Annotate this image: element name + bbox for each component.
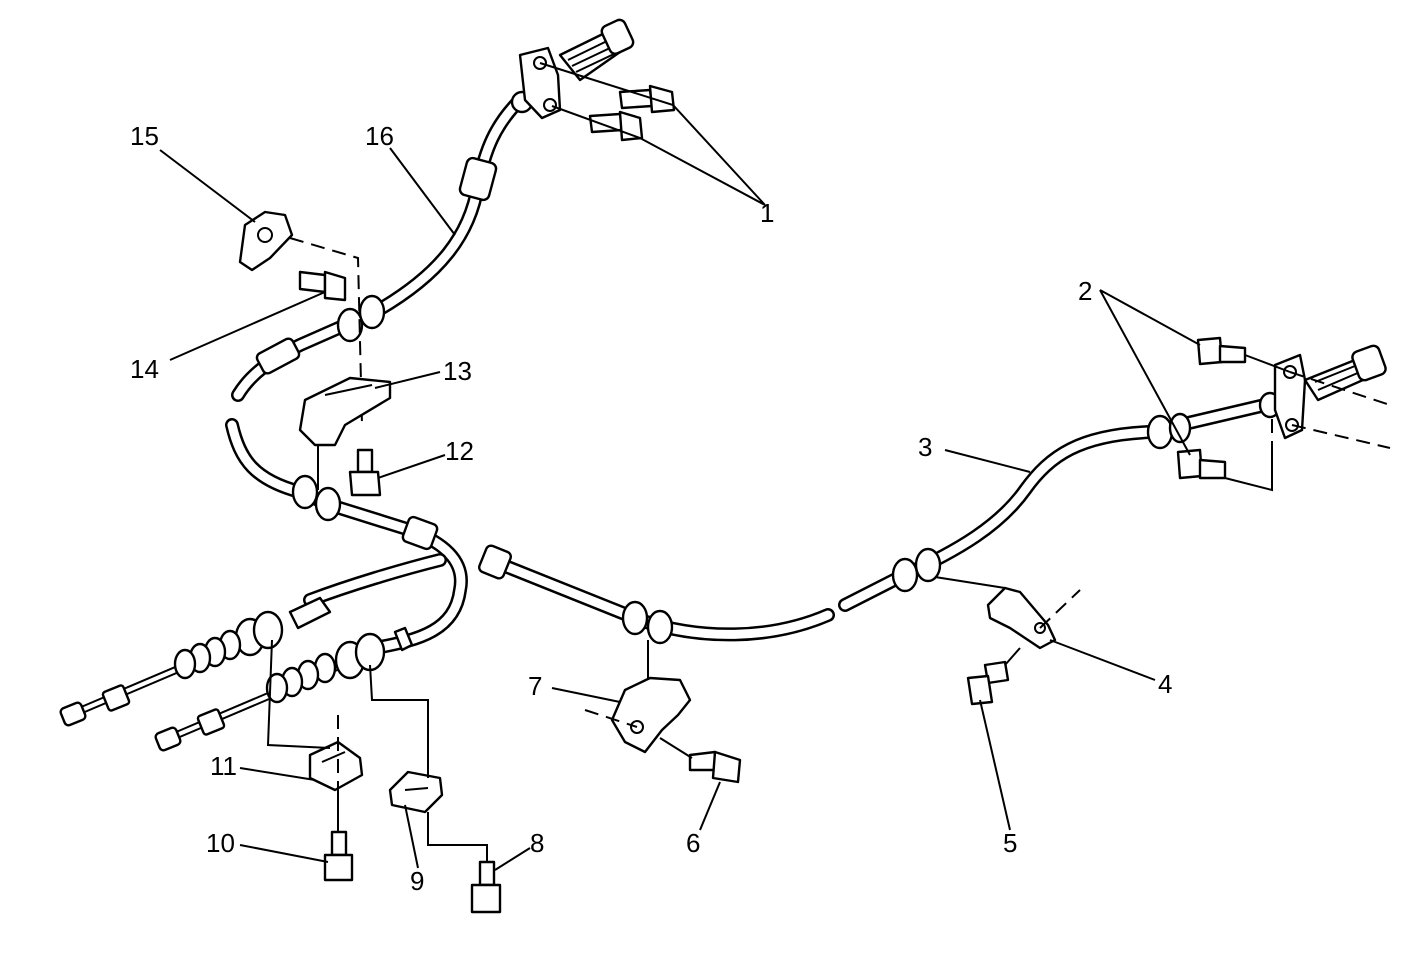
leader-15 xyxy=(159,149,256,223)
callout-4: 4 xyxy=(1158,669,1172,699)
leader-5 xyxy=(979,699,1011,831)
bolt-12 xyxy=(348,448,382,497)
left-rear-cable xyxy=(231,90,534,402)
adjuster-wire-lower xyxy=(154,626,414,752)
leader-7 xyxy=(551,687,621,703)
callout-14: 14 xyxy=(130,354,159,384)
leader-9 xyxy=(404,804,419,869)
leader-16 xyxy=(389,147,456,236)
callout-5: 5 xyxy=(1003,828,1017,858)
leader-13 xyxy=(374,371,441,389)
callout-1: 1 xyxy=(760,198,774,228)
bolt-14 xyxy=(298,270,347,302)
adjuster-wire-upper xyxy=(59,596,332,727)
callout-15: 15 xyxy=(130,121,159,151)
leader-2 xyxy=(1099,289,1201,456)
leader-6 xyxy=(699,781,721,831)
callout-8: 8 xyxy=(530,828,544,858)
callout-6: 6 xyxy=(686,828,700,858)
clip-9 xyxy=(388,770,444,814)
leader-11 xyxy=(239,767,316,781)
clip-11 xyxy=(308,740,364,792)
leader-10 xyxy=(239,844,329,863)
callout-7: 7 xyxy=(528,671,542,701)
bracket-7 xyxy=(610,676,692,754)
callout-16: 16 xyxy=(365,121,394,151)
callout-10: 10 xyxy=(206,828,235,858)
clip-4 xyxy=(986,586,1057,650)
bolt-6 xyxy=(688,750,742,784)
callout-11: 11 xyxy=(210,751,237,781)
callout-12: 12 xyxy=(445,436,474,466)
bolt-8 xyxy=(470,860,502,914)
leader-14 xyxy=(169,291,326,361)
callout-9: 9 xyxy=(410,866,424,896)
front-cable xyxy=(225,418,835,655)
callout-13: 13 xyxy=(443,356,472,386)
leader-8 xyxy=(494,847,531,871)
bolt-1-upper xyxy=(618,84,676,114)
right-cable-end-fitting xyxy=(1273,344,1387,440)
bolt-10 xyxy=(323,830,354,882)
bolt-2-lower xyxy=(1176,448,1227,480)
bolt-5 xyxy=(966,660,1010,706)
bolt-2-upper xyxy=(1196,336,1247,366)
callout-2: 2 xyxy=(1078,276,1092,306)
bracket-13 xyxy=(298,376,392,447)
left-cable-end-fitting xyxy=(518,18,635,120)
leader-4 xyxy=(1049,639,1156,681)
callout-3: 3 xyxy=(918,432,932,462)
bracket-15 xyxy=(238,210,294,272)
leader-12 xyxy=(377,454,446,479)
leader-3 xyxy=(944,449,1031,473)
right-rear-cable xyxy=(838,391,1282,612)
